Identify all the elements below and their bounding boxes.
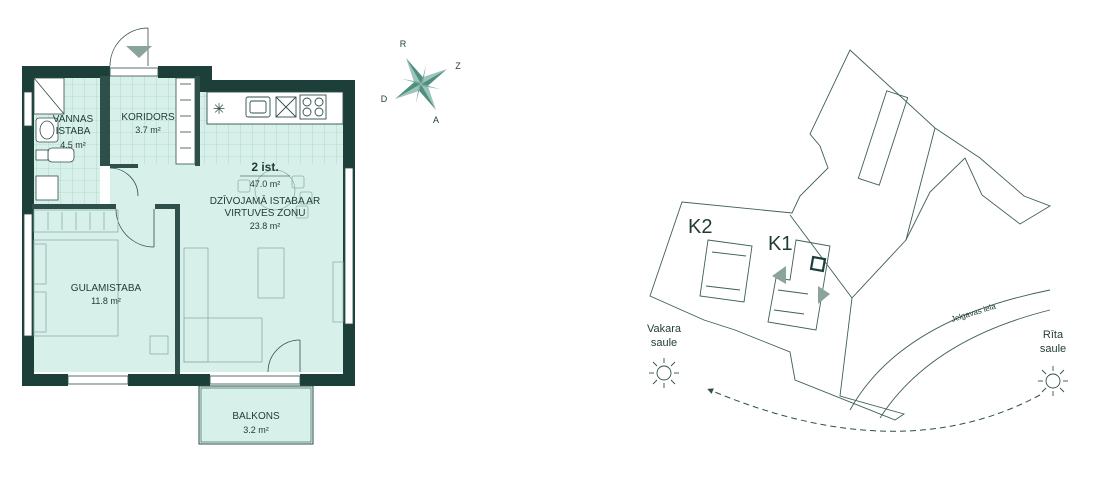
direction-arrow-left-icon xyxy=(772,266,786,284)
plot-boundary xyxy=(649,49,1052,421)
unit-label: 2 ist. xyxy=(251,160,278,174)
site-plan xyxy=(649,49,1052,421)
room-labels: VANNAS ISTABA 4.5 m² KORIDORS 3.7 m² 2 i… xyxy=(53,112,320,435)
kitchen-counter: ✳ xyxy=(206,91,344,125)
sunset-label-1: Vakara xyxy=(647,323,682,335)
bedroom-area: 11.8 m² xyxy=(91,296,121,306)
cooktop xyxy=(299,94,327,120)
balcony-area: 3.2 m² xyxy=(243,425,269,435)
compass-rose-icon xyxy=(395,58,447,110)
bathroom-name-1: VANNAS xyxy=(53,114,94,125)
desk-chair xyxy=(149,335,169,355)
compass-letter-top: R xyxy=(400,39,407,49)
living-name-2: VIRTUVES ZONU xyxy=(225,208,306,219)
kitchen-tiles xyxy=(207,124,345,164)
interior-walls xyxy=(32,76,200,374)
balcony-floor xyxy=(199,386,313,444)
entrance-arrow-icon xyxy=(126,46,152,58)
washing-machine xyxy=(35,175,59,201)
coffee-table xyxy=(257,247,285,299)
sunrise-label-2: saule xyxy=(1040,343,1066,355)
floor-plan: ✳ xyxy=(22,27,355,445)
building-k2 xyxy=(699,239,753,303)
bathroom-name-2: ISTABA xyxy=(56,126,91,137)
site-arrows xyxy=(772,266,830,304)
balcony-name: BALKONS xyxy=(232,411,280,422)
selected-unit-marker xyxy=(809,255,827,273)
street-edge-inner xyxy=(879,309,1051,419)
corridor-area: 3.7 m² xyxy=(135,125,161,135)
sun-path-arrow xyxy=(707,388,1041,432)
windows xyxy=(23,67,354,385)
bed xyxy=(33,239,119,337)
tv-unit xyxy=(332,261,344,323)
bedroom-wardrobe xyxy=(33,209,119,233)
direction-arrow-right-icon xyxy=(818,286,830,304)
sink xyxy=(245,96,271,118)
living-name-1: DZĪVOJAMĀ ISTABA AR xyxy=(210,195,320,207)
bedroom-furniture xyxy=(33,209,169,355)
street-edge-outer xyxy=(849,289,1051,411)
balcony xyxy=(198,385,314,445)
bathroom-area: 4.5 m² xyxy=(60,140,86,150)
k2-label: K2 xyxy=(688,216,712,238)
bathroom-fixtures xyxy=(33,77,75,201)
compass-letter-bottom-left: D xyxy=(381,94,388,104)
sunrise-label-1: Rīta xyxy=(1043,329,1064,341)
doors xyxy=(109,27,301,373)
building-north xyxy=(857,90,909,186)
compass-letter-right: Z xyxy=(455,61,461,71)
sunset-sun-icon xyxy=(649,358,679,388)
toilet xyxy=(47,147,75,163)
compass-letters: R Z D A xyxy=(381,39,462,125)
k1-label: K1 xyxy=(768,233,792,255)
sunset-label-2: saule xyxy=(651,337,677,349)
site-labels: K2 K1 Jelgavas iela Vakara saule Rīta sa… xyxy=(647,216,1066,355)
living-area: 23.8 m² xyxy=(250,221,281,231)
dining-table xyxy=(254,169,296,211)
corridor-name: KORIDORS xyxy=(121,112,175,123)
living-furniture xyxy=(183,169,344,363)
compass-letter-bottom-right: A xyxy=(433,115,439,125)
sunrise-sun-icon xyxy=(1038,366,1068,396)
street-label: Jelgavas iela xyxy=(950,302,997,324)
unit-area: 47.0 m² xyxy=(250,179,281,189)
bedroom-name: GULAMISTABA xyxy=(71,283,142,294)
wardrobe xyxy=(175,77,196,165)
building-k1 xyxy=(767,239,831,331)
svg-text:✳: ✳ xyxy=(213,101,226,118)
